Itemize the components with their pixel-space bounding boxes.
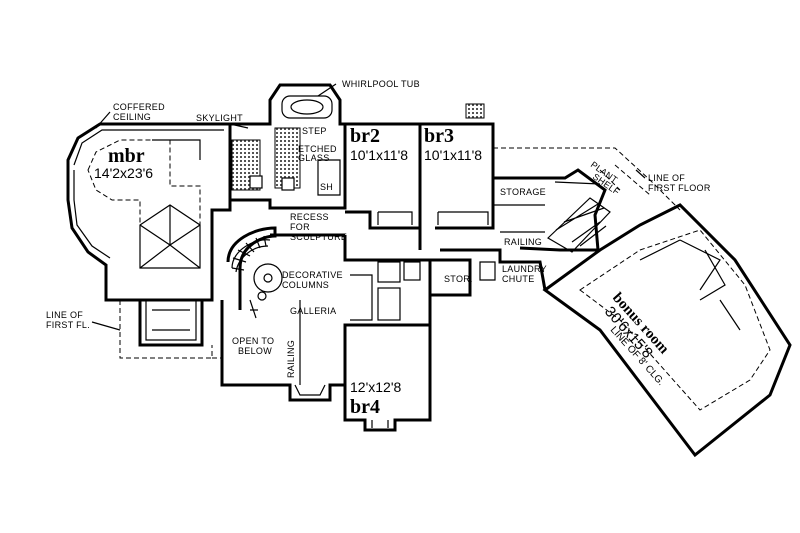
stor-laundry [430, 258, 496, 297]
etched-label: ETCHED [298, 144, 337, 154]
bedroom-2 [345, 122, 422, 230]
decorative-column [257, 291, 267, 301]
bonus-room [542, 203, 792, 458]
annotation-labels: WHIRLPOOL TUB COFFERED CEILING SKYLIGHT … [46, 79, 711, 378]
line-of-first-fl-outline [119, 300, 222, 359]
coffered-label: COFFERED [113, 102, 165, 112]
railing-label: RAILING [504, 237, 542, 247]
br3-dims: 10'1x11'8 [424, 147, 482, 163]
shower-label: SH [320, 182, 333, 192]
storage-label: STORAGE [500, 187, 546, 197]
line-first-floor-label-2: FIRST FLOOR [648, 183, 711, 193]
step-label: STEP [302, 126, 327, 136]
open-to-below-label: OPEN TO [232, 336, 274, 346]
vanity [377, 261, 401, 283]
tub-2 [377, 287, 401, 321]
stor-label: STOR. [444, 274, 473, 284]
recess-label-2: FOR [290, 222, 310, 232]
etched-label-2: GLASS [298, 153, 330, 163]
master-bath [230, 83, 347, 210]
recess-label-3: SCULPTURE [290, 232, 347, 242]
whirlpool-tub [281, 95, 333, 119]
line-first-fl-label-2: FIRST FL. [46, 320, 90, 330]
br4-name: br4 [350, 396, 380, 418]
decorative-label: DECORATIVE [282, 270, 343, 280]
open-to-below-label-2: BELOW [238, 346, 272, 356]
mbr-dims: 14'2x23'6 [94, 165, 153, 181]
line-first-floor-label: LINE OF [648, 173, 685, 183]
line-first-fl-label: LINE OF [46, 310, 83, 320]
br2-dims: 10'1x11'8 [350, 147, 408, 163]
master-bedroom [66, 122, 232, 302]
bedroom-3 [420, 103, 495, 230]
laundry-label: LAUNDRY [502, 264, 547, 274]
chimney [465, 103, 485, 119]
recess-label: RECESS [290, 212, 329, 222]
toilet [249, 175, 263, 189]
mbr-name: mbr [108, 145, 145, 167]
plant-shelf-line [599, 164, 651, 196]
decorative-label-2: COLUMNS [282, 280, 329, 290]
skylight-label: SKYLIGHT [196, 113, 243, 123]
whirlpool-tub-label: WHIRLPOOL TUB [342, 79, 420, 89]
mbr-bay [138, 300, 204, 347]
storage-stair [493, 147, 681, 253]
coffered-label-2: CEILING [113, 112, 151, 122]
curved-stair [226, 226, 283, 319]
laundry-label-2: CHUTE [502, 274, 535, 284]
railing-left-label: RAILING [286, 340, 296, 378]
br2-name: br2 [350, 125, 380, 147]
toilet-2 [403, 261, 421, 281]
bath-2 [345, 258, 432, 325]
galleria-label: GALLERIA [290, 306, 336, 316]
decorative-column [263, 273, 273, 283]
galleria [220, 300, 347, 402]
br3-name: br3 [424, 125, 454, 147]
sink [281, 177, 295, 191]
bedroom-4 [343, 323, 432, 432]
br4-dims: 12'x12'8 [350, 379, 401, 395]
